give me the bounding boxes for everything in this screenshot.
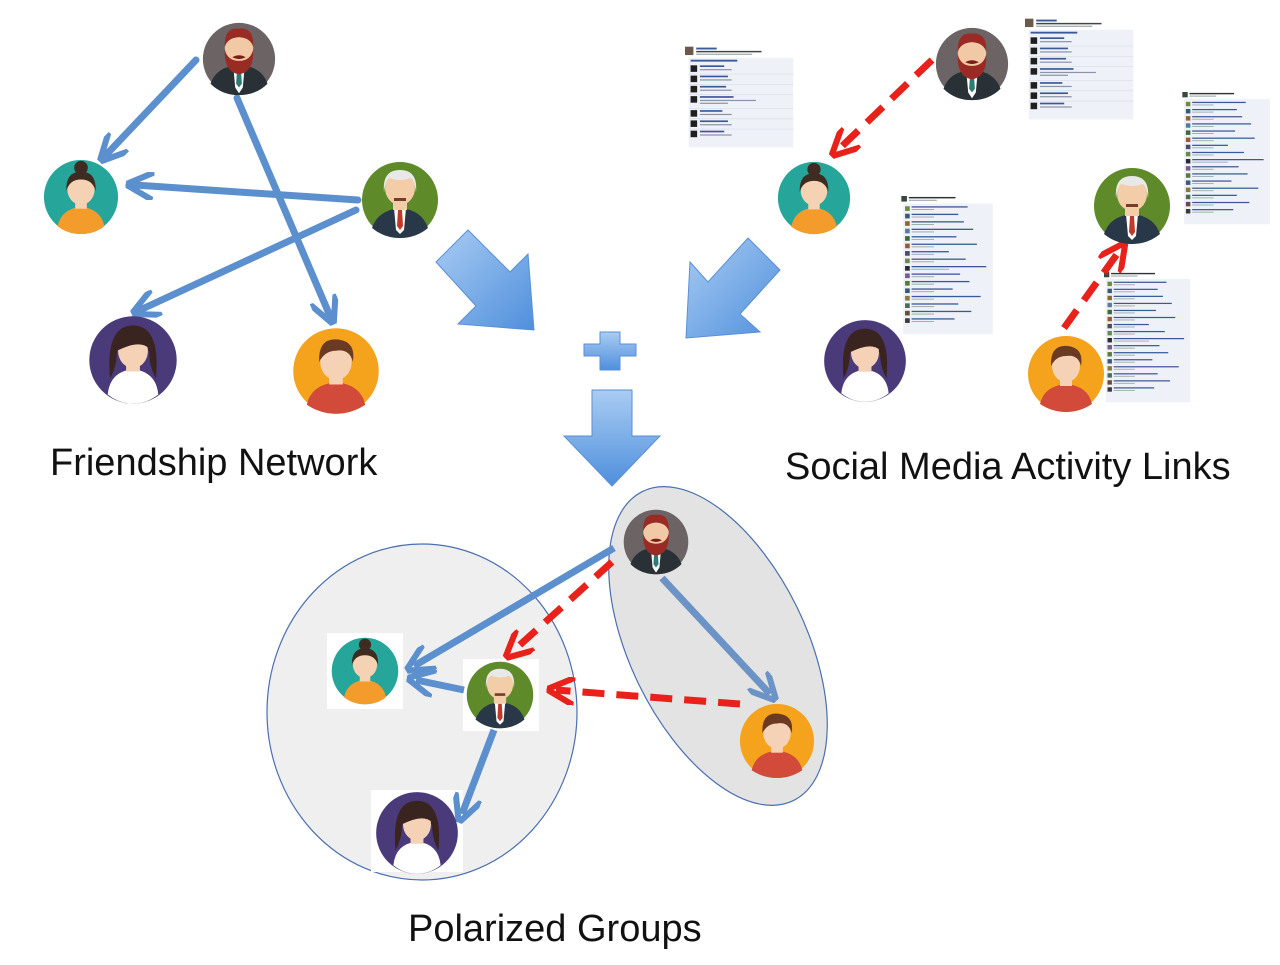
young-man-avatar [739, 703, 815, 779]
friendship-link-bearded-to-young [233, 94, 330, 316]
activity-link-young-to-elder [1061, 250, 1120, 331]
woman-teal-avatar [777, 161, 851, 235]
friendship-link-elder-to-teal [416, 680, 465, 690]
merge-flow [435, 229, 781, 487]
friendship-links [106, 56, 362, 316]
group-activity-links [512, 559, 741, 708]
fb-thread-screenshot-3 [1182, 92, 1272, 226]
bearded-man-avatar [935, 27, 1009, 101]
elderly-man-avatar [1094, 168, 1170, 244]
woman-purple-avatar [824, 320, 906, 402]
friendship-link-elder-to-purple [140, 206, 360, 310]
polarized-groups [266, 486, 828, 881]
polarized-groups-caption: Polarized Groups [408, 908, 702, 950]
young-man-avatar [1028, 336, 1104, 412]
elderly-man-avatar [466, 661, 534, 729]
group-right-ellipse [608, 486, 828, 806]
group-friendship-links [414, 544, 770, 814]
social-media-activity-caption: Social Media Activity Links [785, 446, 1231, 488]
plus-icon [583, 331, 637, 371]
activity-link-young-to-elder [556, 690, 741, 708]
young-man-avatar [293, 328, 379, 414]
friendship-link-elder-to-purple [462, 728, 498, 814]
group-left-ellipse [266, 543, 578, 881]
bearded-man-avatar [623, 509, 689, 575]
woman-teal-avatar [331, 637, 399, 705]
friendship-link-bearded-to-teal [414, 544, 616, 666]
elderly-man-avatar [362, 162, 438, 238]
social-activity-links [685, 18, 1272, 412]
woman-purple-avatar [376, 792, 458, 874]
activity-link-bearded-to-elder [512, 559, 615, 652]
friendship-link-bearded-to-teal [106, 56, 200, 155]
activity-links [838, 57, 1120, 331]
fb-thread-screenshot-2 [1025, 18, 1137, 122]
friendship-network-caption: Friendship Network [50, 442, 378, 484]
bearded-man-avatar [202, 22, 276, 96]
friendship-link-elder-to-teal [135, 185, 362, 204]
woman-purple-avatar [89, 316, 177, 404]
fb-thread-screenshot-5 [1104, 272, 1192, 404]
arrow-down-left-icon [685, 237, 781, 339]
arrow-down-right-icon [435, 229, 535, 331]
arrow-down-icon [562, 389, 662, 487]
friendship-link-bearded-to-young [659, 575, 770, 694]
woman-teal-avatar [43, 159, 119, 235]
friendship-network [43, 22, 438, 414]
fb-thread-screenshot-4 [901, 196, 995, 336]
fb-thread-screenshot-1 [685, 46, 797, 150]
activity-link-bearded-to-teal [838, 57, 935, 150]
